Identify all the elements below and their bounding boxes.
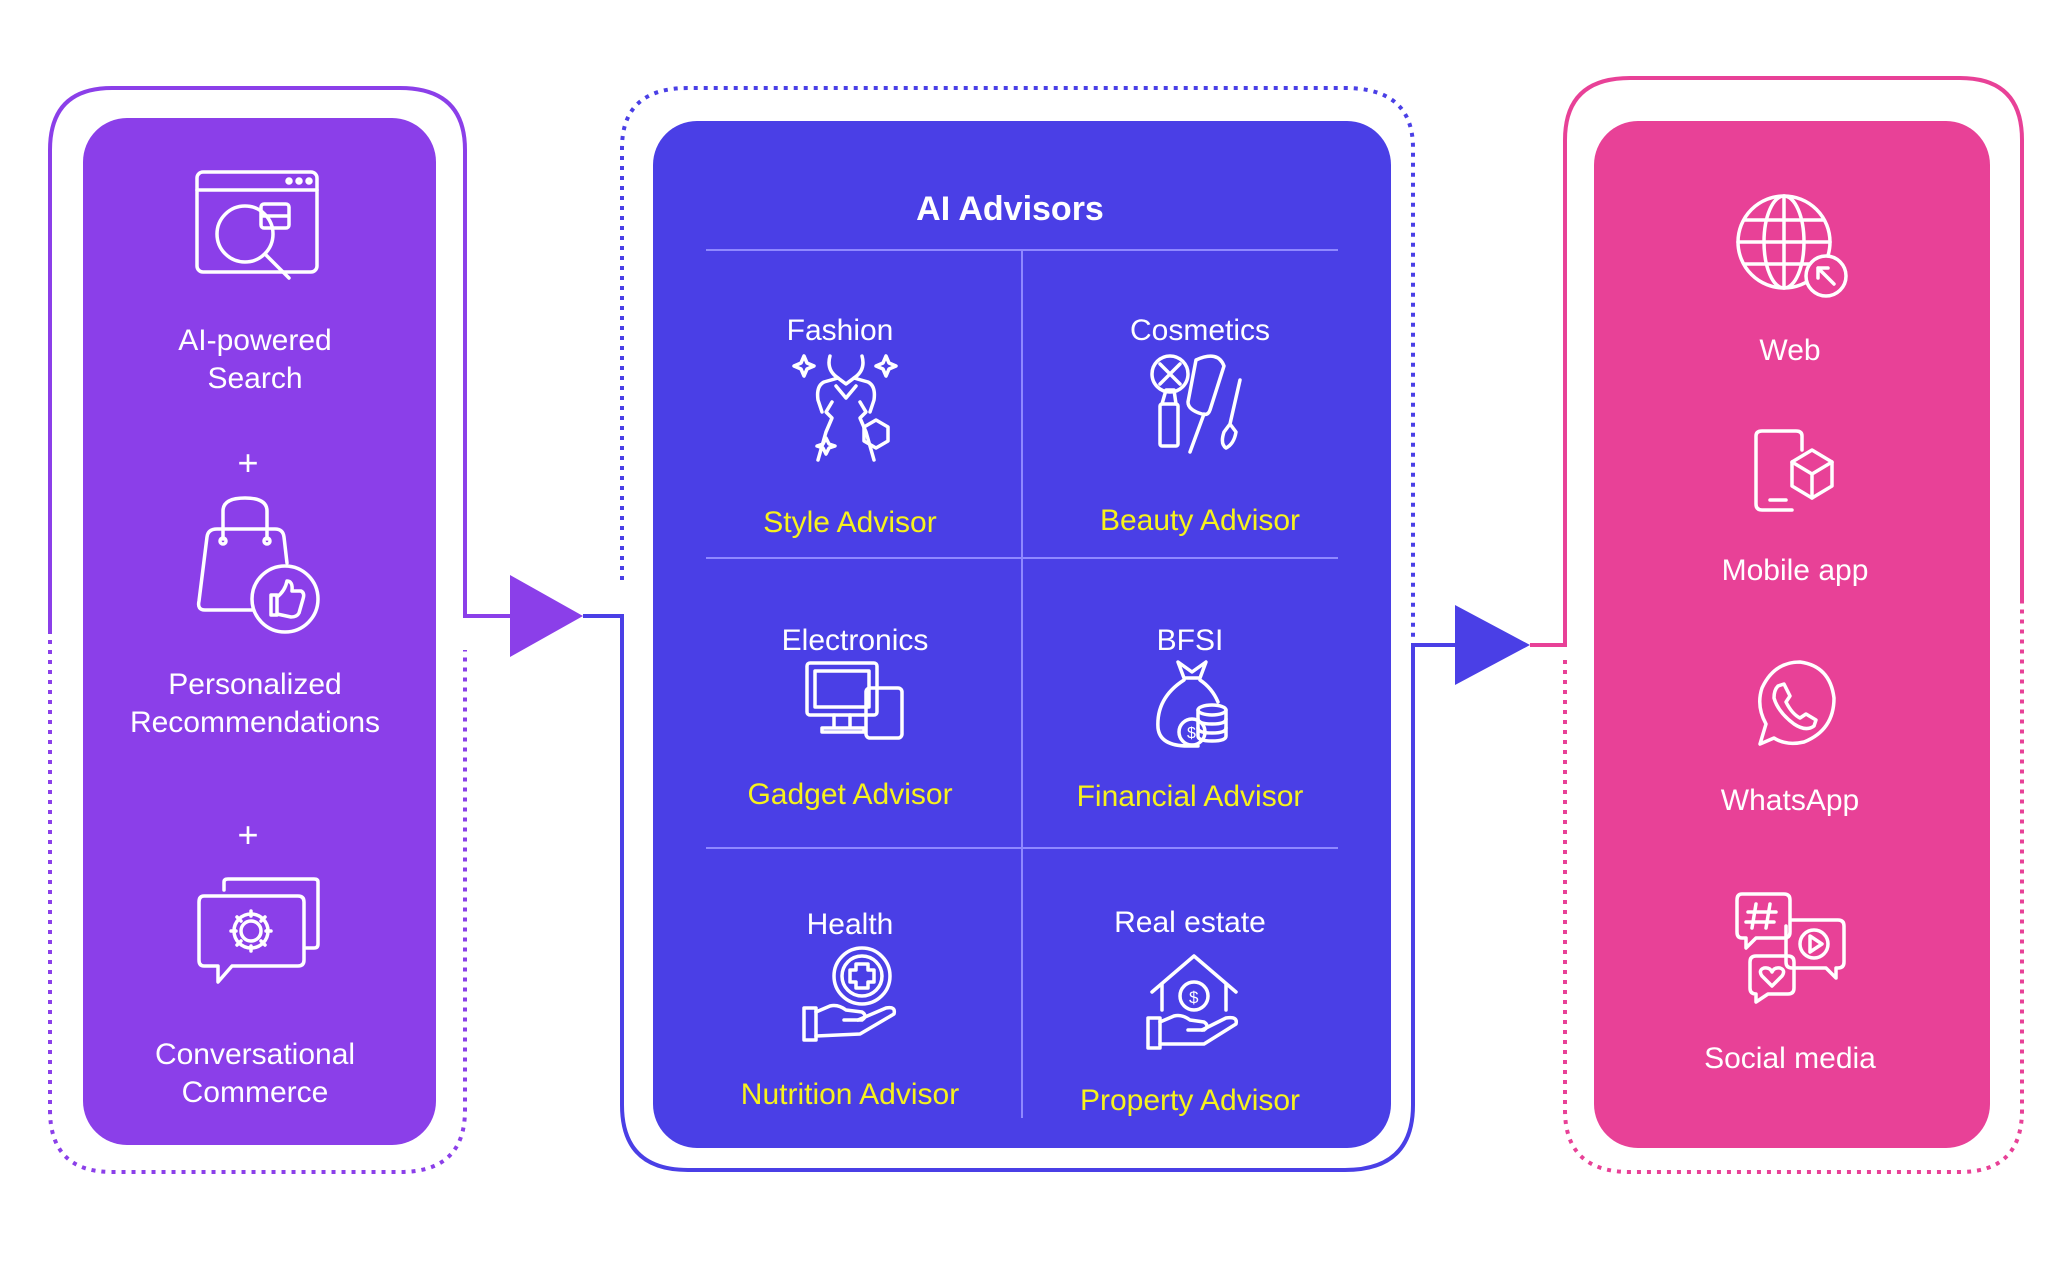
social-media-icon (1734, 890, 1848, 1004)
nutrition-advisor-label: Nutrition Advisor (740, 1078, 960, 1111)
category-fashion: Fashion (786, 314, 894, 347)
ai-search-label: AI-powered Search (178, 324, 332, 395)
money-bag-icon: $ (1154, 658, 1230, 750)
channel-web: Web (1759, 334, 1821, 367)
capabilities-panel (83, 118, 436, 1145)
style-advisor-label: Style Advisor (763, 506, 937, 539)
category-health: Health (806, 908, 894, 941)
house-hand-icon: $ (1146, 952, 1242, 1052)
ai-advisors-title: AI Advisors (916, 190, 1104, 228)
category-electronics: Electronics (781, 624, 929, 657)
left-frame-solid (48, 86, 520, 630)
left-frame-dotted (48, 630, 467, 1174)
arrow-middle-to-right (1455, 605, 1530, 685)
conversational-commerce-label: Conversational Commerce (154, 1038, 356, 1109)
chat-gear-icon (196, 876, 322, 988)
middle-frame-dotted (620, 86, 1415, 640)
health-hand-icon (800, 946, 904, 1044)
beauty-advisor-label: Beauty Advisor (1099, 504, 1301, 537)
mobile-app-icon (1752, 428, 1836, 514)
plus-sign-2: + (237, 814, 259, 855)
fashion-model-icon (792, 352, 904, 464)
plus-sign-1: + (237, 442, 259, 483)
connector-left-middle (583, 614, 1460, 1172)
channel-mobile-app: Mobile app (1721, 554, 1869, 587)
channels-panel (1594, 121, 1990, 1148)
arrow-left-to-middle (510, 575, 583, 657)
property-advisor-label: Property Advisor (1079, 1084, 1301, 1117)
category-bfsi: BFSI (1156, 624, 1224, 657)
category-real-estate: Real estate (1114, 906, 1266, 939)
gadget-advisor-label: Gadget Advisor (747, 778, 953, 811)
connector-middle-right (1530, 76, 2024, 647)
devices-icon (804, 660, 906, 740)
svg-text:$: $ (1189, 988, 1199, 1007)
channel-social-media: Social media (1704, 1042, 1876, 1075)
channel-whatsapp: WhatsApp (1720, 784, 1860, 817)
financial-advisor-label: Financial Advisor (1076, 780, 1304, 813)
search-browser-icon (193, 168, 323, 286)
shopping-bag-like-icon (193, 495, 323, 635)
globe-cursor-icon (1734, 192, 1852, 300)
svg-text:$: $ (1187, 725, 1196, 742)
cosmetics-icon (1148, 352, 1256, 462)
category-cosmetics: Cosmetics (1129, 314, 1271, 347)
personalized-recommendations-label: Personalized Recommendations (129, 668, 381, 739)
whatsapp-icon (1748, 658, 1838, 748)
